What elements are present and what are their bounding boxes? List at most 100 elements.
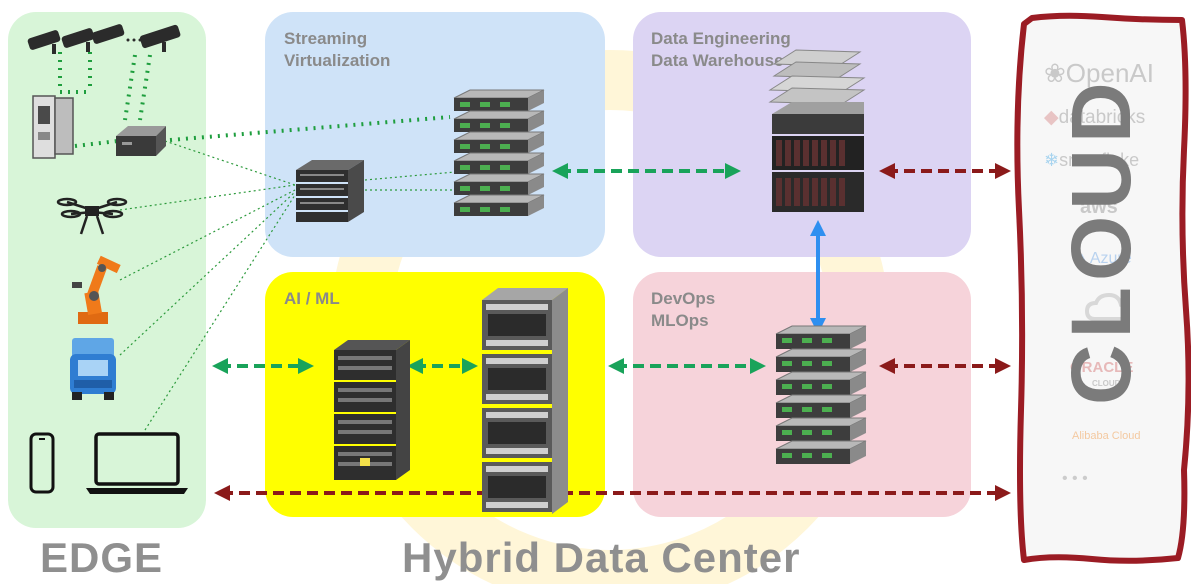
server-unit-front	[776, 357, 850, 372]
server-stack-graphic	[453, 89, 545, 216]
oracle-label: ORACLE	[1070, 359, 1134, 376]
ai-ml-panel-title: AI / ML	[284, 289, 340, 308]
server-unit-side	[850, 326, 866, 349]
server-unit-led	[500, 207, 510, 212]
azure-icon: ▲	[1074, 250, 1090, 267]
oracle-cloud-logo: ORACLE CLOUD	[1070, 360, 1133, 392]
server-unit-led	[822, 384, 832, 389]
server-unit-front	[454, 182, 528, 195]
server-unit-led	[782, 384, 792, 389]
server-unit-led	[782, 407, 792, 412]
server-unit-led	[460, 144, 470, 149]
camera-links	[58, 52, 152, 148]
azure-label: Azure	[1089, 250, 1132, 267]
server-unit-led	[802, 453, 812, 458]
edge-device-links	[119, 140, 456, 431]
more-dots-label: • • •	[1062, 470, 1088, 487]
data-warehouse-server-icon	[768, 49, 866, 212]
hybrid-data-center-title: Hybrid Data Center	[402, 534, 801, 581]
server-unit-front	[454, 203, 528, 216]
server-unit-led	[480, 186, 490, 191]
server-unit-front	[776, 426, 850, 441]
server-unit-led	[822, 361, 832, 366]
databricks-label: databricks	[1058, 107, 1146, 128]
server-unit-side	[528, 195, 544, 216]
openai-label: OpenAI	[1065, 58, 1154, 88]
server-unit-led	[460, 102, 470, 107]
server-unit-led	[460, 123, 470, 128]
server-unit-led	[822, 430, 832, 435]
aws-logo: aws	[1080, 196, 1118, 219]
streaming-edge-server-icon	[296, 160, 364, 222]
ai-ml-storage-server-icon	[334, 340, 410, 480]
server-unit-led	[500, 102, 510, 107]
server-unit-side	[528, 132, 544, 153]
streaming-panel-title: Streaming Virtualization	[284, 28, 390, 72]
red-arrows	[214, 163, 1011, 501]
server-unit-front	[454, 161, 528, 174]
server-unit-front	[776, 380, 850, 395]
server-unit-led	[500, 186, 510, 191]
server-unit-led	[500, 144, 510, 149]
devops-panel-title: DevOps MLOps	[651, 288, 715, 332]
server-unit-led	[480, 102, 490, 107]
laptop-icon	[86, 432, 188, 494]
truck-icon	[70, 338, 116, 400]
databricks-icon: ◆	[1044, 107, 1059, 128]
snowflake-logo: ❄snowflake	[1044, 150, 1139, 171]
kiosk-to-streaming-link	[169, 115, 451, 142]
server-unit-led	[782, 361, 792, 366]
google-cloud-icon	[1084, 292, 1130, 321]
server-unit-led	[460, 186, 470, 191]
server-unit-led	[802, 430, 812, 435]
server-stack-graphic	[775, 325, 867, 464]
security-cameras-icon	[27, 24, 181, 54]
server-unit-led	[782, 453, 792, 458]
server-unit-led	[480, 165, 490, 170]
alibaba-cloud-logo: Alibaba Cloud	[1072, 430, 1141, 442]
alibaba-label: Alibaba Cloud	[1072, 430, 1141, 442]
snowflake-label: snowflake	[1059, 150, 1140, 170]
devops-title-line2: MLOps	[651, 311, 709, 330]
server-unit-led	[802, 361, 812, 366]
azure-logo: ▲Azure	[1074, 250, 1132, 268]
robotic-arm-icon	[72, 255, 121, 324]
server-unit-led	[802, 407, 812, 412]
openai-logo: ❀OpenAI	[1044, 58, 1154, 89]
data-eng-title-line2: Data Warehouse	[651, 51, 784, 70]
server-unit-side	[850, 372, 866, 395]
server-unit-led	[822, 453, 832, 458]
green-arrows	[212, 163, 766, 374]
server-unit-led	[460, 165, 470, 170]
server-unit-led	[500, 123, 510, 128]
server-unit-side	[850, 418, 866, 441]
devops-title-line1: DevOps	[651, 289, 716, 308]
edge-title: EDGE	[40, 534, 164, 581]
server-unit-front	[776, 449, 850, 464]
data-eng-title-line1: Data Engineering	[651, 29, 791, 48]
aws-label: aws	[1080, 196, 1118, 218]
ai-ml-gpu-server-icon	[482, 288, 568, 514]
edge-gateway-device-icon	[116, 126, 166, 156]
streaming-server-stack	[448, 82, 548, 224]
server-unit-led	[802, 338, 812, 343]
data-engineering-panel-title: Data Engineering Data Warehouse	[651, 28, 791, 72]
server-unit-led	[782, 430, 792, 435]
streaming-title-line2: Virtualization	[284, 51, 391, 70]
server-unit-led	[822, 407, 832, 412]
server-unit-led	[480, 207, 490, 212]
server-unit-side	[528, 90, 544, 111]
server-unit-led	[480, 123, 490, 128]
server-unit-side	[528, 153, 544, 174]
drone-icon	[56, 197, 128, 235]
server-unit-side	[850, 441, 866, 464]
server-unit-front	[454, 119, 528, 132]
server-unit-side	[850, 349, 866, 372]
oracle-sub-label: CLOUD	[1092, 379, 1121, 388]
server-unit-led	[802, 384, 812, 389]
server-unit-front	[776, 334, 850, 349]
server-unit-front	[454, 98, 528, 111]
smartphone-icon	[29, 432, 55, 494]
server-unit-front	[454, 140, 528, 153]
